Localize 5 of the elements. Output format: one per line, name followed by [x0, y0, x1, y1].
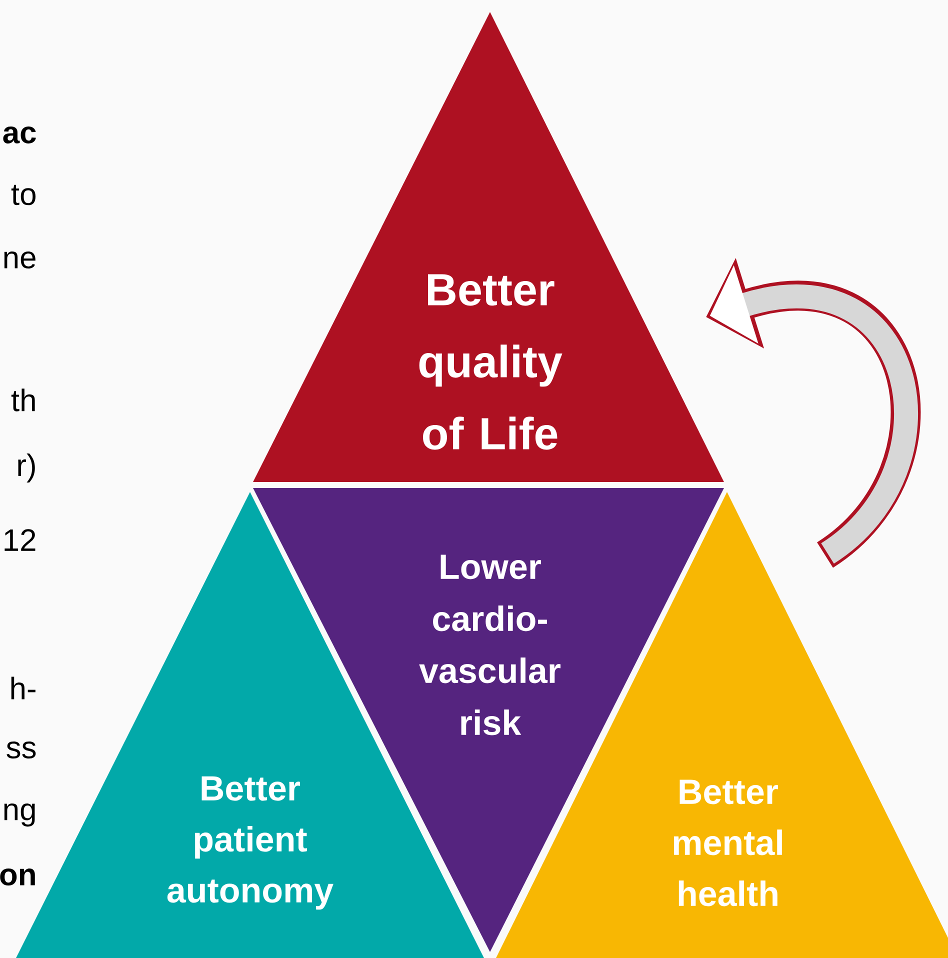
text-fragment: ac [3, 126, 36, 144]
triangle: Better quality of Life [253, 12, 724, 482]
text-fragment: ne [4, 252, 36, 268]
text-fragment: to [11, 184, 36, 206]
text-fragment: th [11, 388, 35, 412]
